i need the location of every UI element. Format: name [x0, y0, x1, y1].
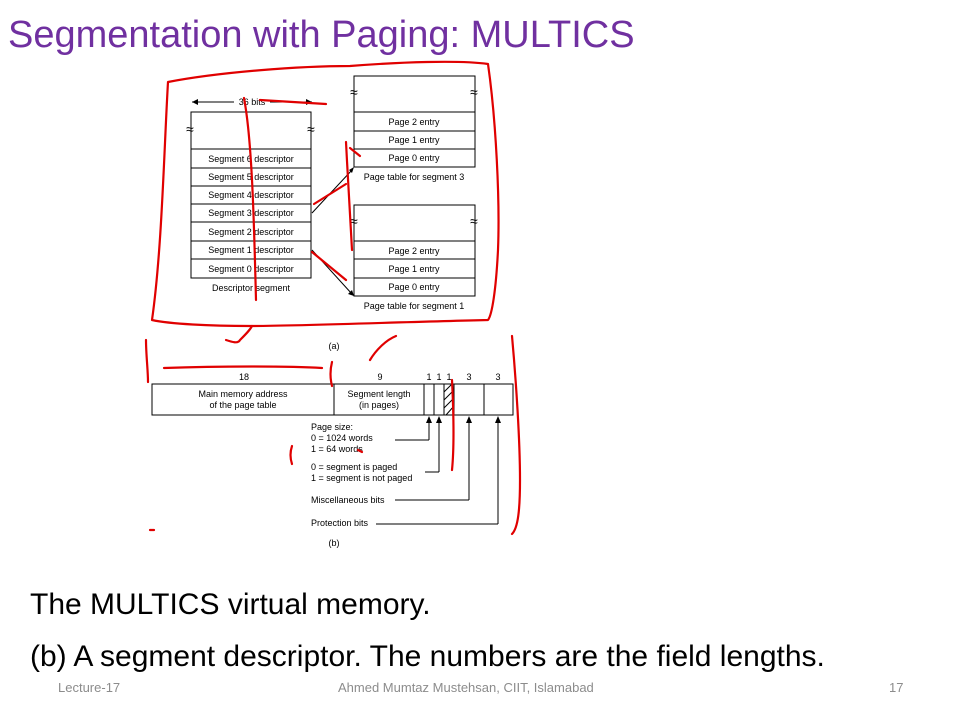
page-table-segment-1	[353, 204, 476, 297]
field-main-address: Main memory address	[198, 389, 288, 399]
protection-bits-label: Protection bits	[311, 518, 369, 528]
field-length: 1	[436, 372, 441, 382]
field-length: 3	[495, 372, 500, 382]
paged-label: 1 = segment is not paged	[311, 473, 412, 483]
page-entry: Page 2 entry	[388, 246, 440, 256]
break-mark: ≈	[350, 84, 358, 100]
descriptor-row: Segment 4 descriptor	[208, 190, 294, 200]
descriptor-row: Segment 2 descriptor	[208, 227, 294, 237]
page-entry: Page 0 entry	[388, 282, 440, 292]
descriptor-row: Segment 3 descriptor	[208, 208, 294, 218]
field-segment-length: (in pages)	[359, 400, 399, 410]
red-annotations	[144, 60, 522, 536]
page-entry: Page 0 entry	[388, 153, 440, 163]
break-mark: ≈	[307, 121, 315, 137]
page-size-label: 1 = 64 words	[311, 444, 363, 454]
field-length: 1	[426, 372, 431, 382]
footer-page-number: 17	[889, 680, 904, 695]
field-length: 18	[239, 372, 249, 382]
descriptor-row: Segment 0 descriptor	[208, 264, 294, 274]
page-table-caption: Page table for segment 3	[364, 172, 465, 182]
caption-line-1: The MULTICS virtual memory.	[30, 588, 431, 621]
field-length: 3	[466, 372, 471, 382]
page-entry: Page 1 entry	[388, 264, 440, 274]
descriptor-caption: Descriptor segment	[212, 283, 291, 293]
descriptor-row: Segment 1 descriptor	[208, 245, 294, 255]
break-mark: ≈	[186, 121, 194, 137]
break-mark: ≈	[470, 84, 478, 100]
field-length: 1	[446, 372, 451, 382]
field-main-address: of the page table	[209, 400, 276, 410]
field-length: 9	[377, 372, 382, 382]
paged-label: 0 = segment is paged	[311, 462, 397, 472]
figure-label-a: (a)	[329, 341, 340, 351]
footer-author: Ahmed Mumtaz Mustehsan, CIIT, Islamabad	[338, 680, 594, 695]
break-mark: ≈	[470, 213, 478, 229]
caption-line-2: (b) A segment descriptor. The numbers ar…	[30, 640, 825, 673]
page-entry: Page 1 entry	[388, 135, 440, 145]
figure-label-b: (b)	[329, 538, 340, 548]
annotation-outline-a	[150, 60, 500, 328]
misc-bits-label: Miscellaneous bits	[311, 495, 385, 505]
slide-title: Segmentation with Paging: MULTICS	[8, 14, 635, 56]
page-table-segment-3	[353, 75, 476, 168]
page-entry: Page 2 entry	[388, 117, 440, 127]
break-mark: ≈	[350, 213, 358, 229]
page-size-label: 0 = 1024 words	[311, 433, 373, 443]
page-size-label: Page size:	[311, 422, 353, 432]
page-table-caption: Page table for segment 1	[364, 301, 465, 311]
width-label: 36 bits	[239, 97, 266, 107]
descriptor-segment-box	[190, 111, 312, 279]
footer-lecture: Lecture-17	[58, 680, 121, 695]
field-segment-length: Segment length	[347, 389, 410, 399]
